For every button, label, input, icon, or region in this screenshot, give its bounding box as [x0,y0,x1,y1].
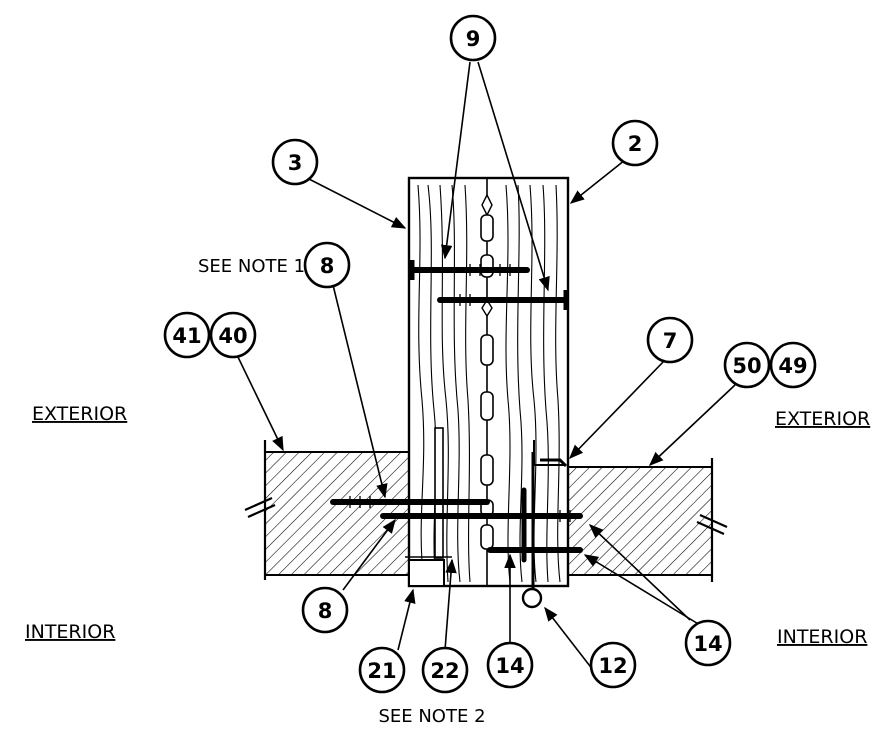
callout-12: 12 [589,641,637,689]
see-note-1-label: SEE NOTE 1 [198,256,305,277]
svg-text:40: 40 [218,324,247,348]
callout-8-top: 8 [303,241,351,289]
callout-8-bottom: 8 [301,586,349,634]
svg-text:9: 9 [466,27,481,51]
svg-text:22: 22 [430,659,459,683]
svg-text:14: 14 [693,632,722,656]
svg-text:3: 3 [288,151,303,175]
bracket-and-hook [521,440,568,609]
svg-text:7: 7 [663,329,678,353]
callout-2: 2 [611,119,659,167]
exterior-right-label: EXTERIOR [775,408,870,430]
svg-text:14: 14 [495,654,524,678]
interior-left-label: INTERIOR [25,621,115,643]
svg-text:8: 8 [320,254,335,278]
callout-41: 41 [163,311,211,359]
callout-7: 7 [646,316,694,364]
wood-post [407,176,570,588]
callout-14-right: 14 [684,619,732,667]
see-note-2-label: SEE NOTE 2 [378,706,485,727]
svg-text:41: 41 [172,324,201,348]
svg-text:2: 2 [628,132,643,156]
screws [330,260,583,563]
svg-text:21: 21 [367,659,396,683]
callout-49: 49 [769,341,817,389]
svg-text:8: 8 [318,599,333,623]
svg-text:12: 12 [598,654,627,678]
callout-22: 22 [421,646,469,694]
callout-21: 21 [358,646,406,694]
svg-text:50: 50 [732,354,761,378]
leader-lines [236,61,736,671]
callout-50: 50 [723,341,771,389]
callout-9: 9 [449,14,497,62]
callout-14-bottom: 14 [486,641,534,689]
interior-right-label: INTERIOR [777,626,867,648]
svg-text:49: 49 [778,354,807,378]
callout-3: 3 [271,138,319,186]
exterior-left-label: EXTERIOR [32,403,127,425]
callout-40: 40 [209,311,257,359]
